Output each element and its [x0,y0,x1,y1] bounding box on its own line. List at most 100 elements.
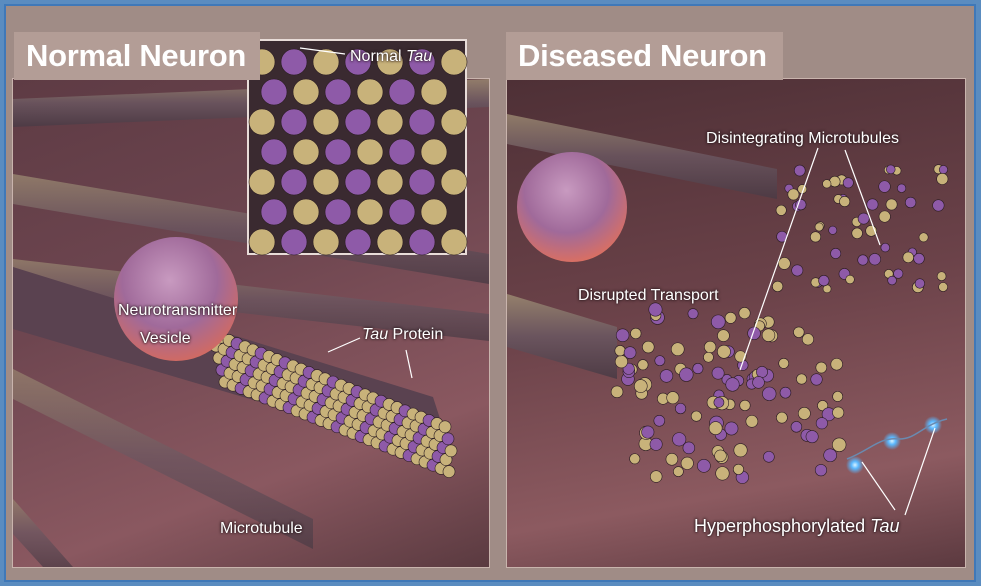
normal-tau-text: Normal [350,48,406,65]
scattered-bead [756,366,767,377]
scattered-bead [624,347,636,359]
vesicle-label-line1: Neurotransmitter [118,302,237,320]
scattered-bead [735,351,746,362]
fraying-bead [819,275,830,286]
disintegrating-microtubules-label: Disintegrating Microtubules [706,130,899,148]
scattered-bead [816,362,827,373]
scattered-bead [717,345,730,358]
fraying-bead [866,225,877,236]
fraying-bead [776,205,786,215]
scattered-bead [666,453,678,465]
scattered-bead [680,368,694,382]
hyperphosphorylated-tau-glow [924,416,942,434]
tubulin-bead [439,421,451,433]
fraying-bead [798,185,807,194]
normal-neuron-illustration [13,79,489,567]
fraying-bead [867,199,878,210]
scattered-bead [616,329,629,342]
scattered-bead [683,442,695,454]
scattered-bead [740,400,750,410]
scattered-bead [715,450,727,462]
scattered-bead [688,309,698,319]
hyperphosphorylated-tau-glow [883,432,901,450]
tau-tangle [847,419,947,459]
scattered-bead [833,407,844,418]
scattered-bead [791,421,802,432]
scattered-bead [762,387,776,401]
scattered-bead [816,418,827,429]
fraying-bead [886,199,897,210]
fraying-bead [823,180,831,188]
fraying-bead [919,233,928,242]
scattered-bead [634,380,647,393]
disrupted-transport-label: Disrupted Transport [578,287,719,305]
scattered-bead [615,355,627,367]
diseased-neuron-illustration [507,79,965,567]
fraying-bead [939,165,947,173]
tau-protein-label: Tau Protein [362,326,443,344]
scattered-bead [693,363,703,373]
scattered-bead [733,464,743,474]
scattered-bead [642,341,654,353]
scattered-bead [753,376,765,388]
fraying-bead [897,184,906,193]
scattered-bead [660,370,673,383]
fraying-bead [788,189,799,200]
normal-tau-italic: Tau [406,48,432,65]
fraying-bead [772,281,782,291]
vesicle-label-line2: Vesicle [140,330,191,348]
microtubule-label: Microtubule [220,520,303,538]
tubulin-bead [443,466,455,478]
fraying-bead [858,213,869,224]
scattered-bead [615,345,625,355]
fraying-bead [937,272,946,281]
background-microtubule [13,499,73,567]
fraying-bead [852,228,863,239]
fraying-bead [777,231,788,242]
scattered-bead [630,328,641,339]
scattered-bead [709,422,722,435]
scattered-bead [824,449,837,462]
fraying-bead [843,178,853,188]
scattered-bead [796,374,806,384]
fraying-bead [794,165,805,176]
scattered-bead [711,315,725,329]
scattered-bead [704,341,716,353]
fraying-bead [796,199,807,210]
scattered-bead [703,352,713,362]
scattered-bead [654,415,665,426]
hyperphosphorylated-text: Hyperphosphorylated [694,516,870,536]
normal-neuron-panel [12,78,490,568]
scattered-bead [675,403,686,414]
scattered-bead [650,438,662,450]
fraying-bead [778,258,790,270]
fraying-bead [903,252,914,263]
tau-protein-italic: Tau [362,326,388,343]
fraying-bead [829,226,837,234]
background-microtubule [13,79,489,127]
scattered-bead [638,360,648,370]
scattered-bead [776,412,787,423]
hyperphosphorylated-italic: Tau [870,516,899,536]
scattered-bead [806,431,818,443]
normal-tau-label: Normal Tau [350,48,432,66]
scattered-bead [726,378,740,392]
fraying-bead [905,197,916,208]
disintegrating-microtubule-lower [507,294,617,379]
scattered-bead [671,343,684,356]
tubulin-bead [442,433,454,445]
scattered-bead [833,391,843,401]
scattered-bead [798,407,810,419]
hyperphosphorylated-tau-label: Hyperphosphorylated Tau [694,516,899,537]
stalled-vesicle [517,152,627,262]
fraying-bead [937,173,948,184]
scattered-bead [725,422,738,435]
scattered-bead [672,433,685,446]
fraying-bead [881,243,890,252]
scattered-bead [748,327,761,340]
fraying-bead [810,232,820,242]
scattered-bead [630,454,640,464]
scattered-bead [650,471,662,483]
scattered-bead [779,358,789,368]
scattered-bead [611,386,623,398]
